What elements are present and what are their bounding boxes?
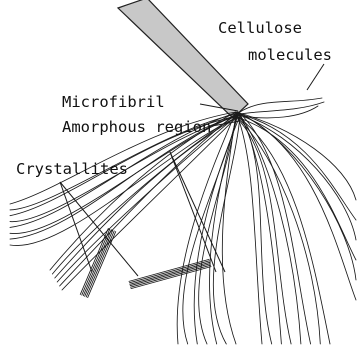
crystallite-strand bbox=[86, 231, 114, 297]
crystallite-strand bbox=[83, 230, 111, 296]
cellulose-label-line2: molecules bbox=[248, 46, 332, 64]
crystallite-strand bbox=[130, 264, 210, 286]
cellulose-strand bbox=[236, 112, 262, 344]
crystallite-strand bbox=[82, 229, 110, 295]
cellulose-strand bbox=[236, 115, 320, 344]
cellulose-strand bbox=[238, 117, 330, 344]
cellulose-strand bbox=[241, 106, 318, 118]
crystallite-strand bbox=[131, 265, 211, 287]
crystallite-strand bbox=[129, 261, 209, 283]
cellulose-strand bbox=[209, 112, 238, 344]
crystallite-leader-line-1 bbox=[60, 182, 92, 272]
microfibril-label: Microfibril bbox=[62, 93, 165, 111]
crystallite-strand bbox=[130, 262, 210, 284]
crystallite-leader-line-4 bbox=[170, 152, 225, 272]
crystallites-label: Crystallites bbox=[16, 160, 128, 178]
cellulose-strand bbox=[194, 115, 240, 344]
crystallite-strand bbox=[80, 228, 108, 294]
cellulose-leader-line bbox=[307, 64, 324, 90]
cellulose-strand bbox=[240, 102, 324, 114]
crystallite-bundles bbox=[80, 228, 211, 297]
amorphous-region-label: Amorphous region bbox=[62, 118, 211, 136]
crystallite-leader-line-3 bbox=[170, 152, 216, 272]
cellulose-label-line1: Cellulose bbox=[218, 19, 302, 37]
cellulose-strand bbox=[238, 114, 356, 220]
